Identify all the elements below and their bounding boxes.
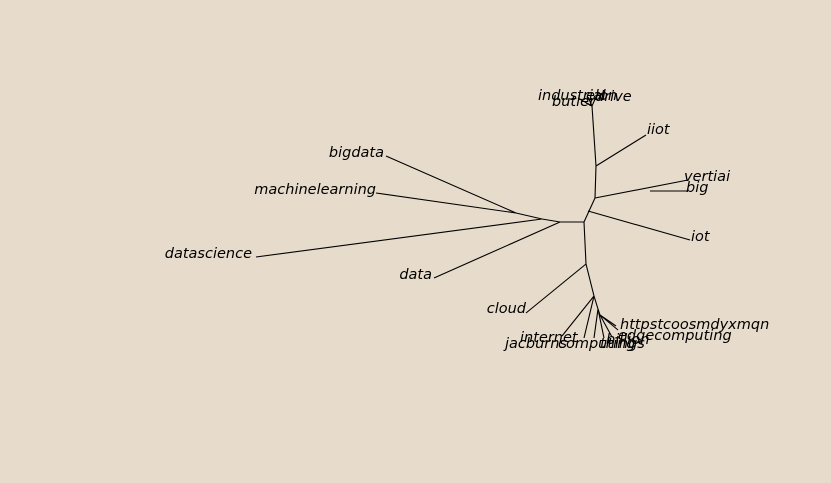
leaf-label-iiot: iiot: [647, 122, 671, 138]
edge: [585, 263, 595, 297]
edge: [591, 105, 597, 167]
leaf-label-httpstcoosmdyxmqn: httpstcoosmdyxmqn: [620, 317, 769, 333]
leaf-label-jacburns: jacburns: [503, 336, 567, 352]
edge: [255, 218, 543, 258]
edge: [591, 96, 597, 107]
edge: [587, 96, 593, 107]
leaf-label-things: things: [600, 336, 645, 352]
edge: [375, 192, 517, 214]
edge: [593, 295, 599, 310]
leaf-label-cloud: cloud: [487, 301, 527, 317]
edge: [541, 218, 561, 223]
edge: [599, 314, 617, 327]
leaf-label-edgecomputing: edgecomputing: [618, 328, 732, 344]
leaf-label-datascience: datascience: [165, 246, 252, 262]
leaf-label-butler: butler: [552, 94, 596, 110]
leaf-label-drive: drive: [595, 89, 632, 105]
edge: [585, 102, 593, 107]
leaf-label-computing: computing: [558, 336, 635, 352]
tree-edges: [255, 96, 691, 339]
edge: [595, 134, 647, 167]
edge: [587, 210, 691, 241]
edge: [599, 314, 613, 338]
edge: [561, 295, 595, 337]
edge: [597, 308, 605, 339]
leaf-label-big: big: [686, 180, 708, 196]
edge: [583, 197, 596, 223]
edge: [583, 221, 587, 265]
leaf-label-machinelearning: machinelearning: [254, 182, 376, 198]
edge: [594, 179, 689, 199]
leaf-label-vertiai: vertiai: [684, 169, 730, 185]
edge: [583, 295, 595, 339]
edge: [593, 308, 599, 339]
edge: [594, 165, 597, 199]
edge: [525, 263, 587, 314]
leaf-label-internet: internet: [520, 330, 579, 346]
leaf-label-iot: iot: [691, 229, 711, 245]
edge: [433, 221, 561, 279]
leaf-labels: industrial drive elon butler iiot vertia…: [165, 88, 770, 352]
leaf-label-billion: billion: [606, 332, 649, 348]
leaf-label-bigdata: bigdata: [329, 145, 384, 161]
leaf-label-data: data: [399, 267, 432, 283]
leaf-label-elon: elon: [586, 88, 617, 104]
edge: [385, 155, 517, 214]
leaf-label-industrial: industrial: [538, 88, 606, 104]
edge: [515, 212, 543, 220]
